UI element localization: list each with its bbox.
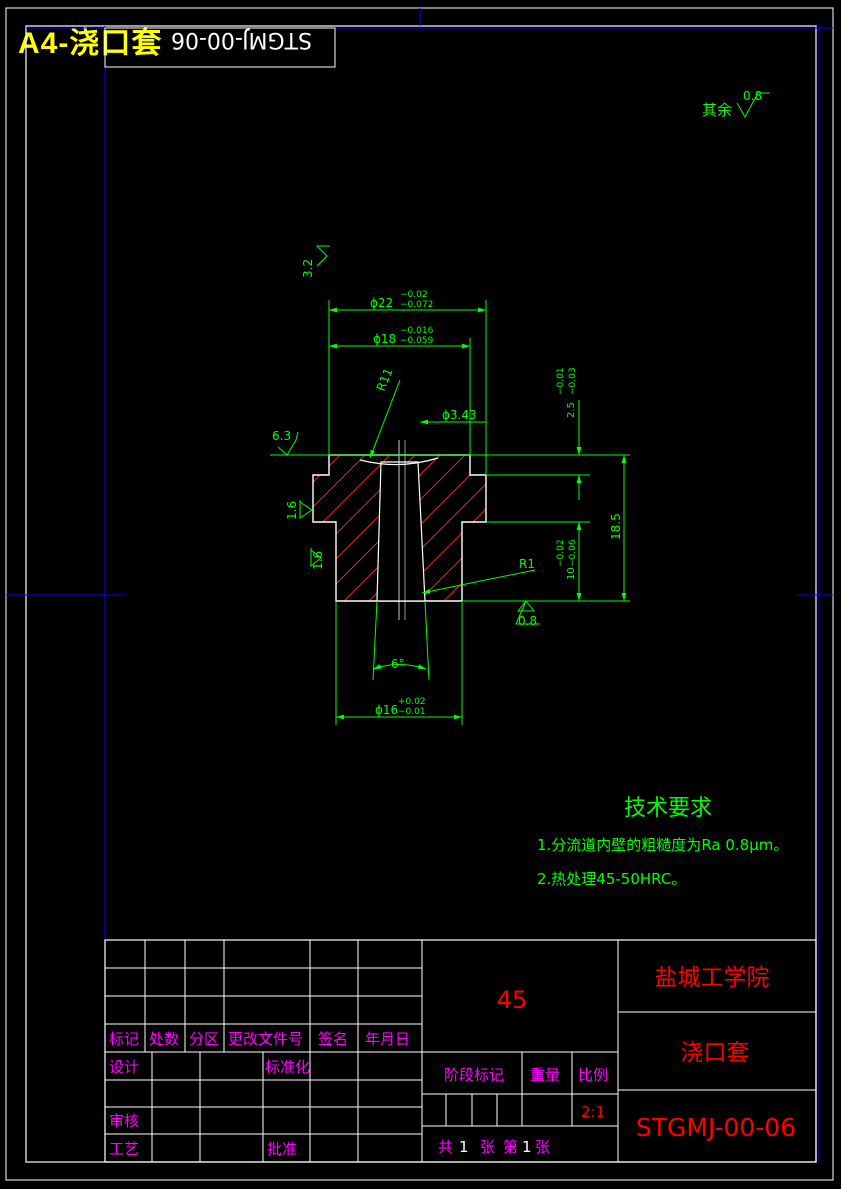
dim-d22: ϕ22 — [370, 296, 393, 310]
dim-d16: ϕ16 — [375, 703, 398, 717]
dimension-texts: 3.2 6.3 1.6 1.6 0.8 ϕ22 −0.02 −0.072 ϕ18… — [272, 259, 623, 717]
other-roughness-value: 0.8 — [743, 89, 762, 103]
roughness-bottom: 0.8 — [518, 614, 537, 628]
dim-h25-upper: −0.01 — [556, 367, 566, 395]
dim-d18: ϕ18 — [373, 332, 396, 346]
dim-d22-lower: −0.072 — [400, 300, 433, 310]
dim-h10-lower: −0.06 — [568, 539, 578, 567]
tb-process: 工艺 — [109, 1140, 139, 1158]
tb-sheets-word: 张 — [480, 1138, 495, 1156]
tb-material: 45 — [497, 986, 528, 1014]
tb-review: 审核 — [109, 1112, 139, 1130]
roughness-flange: 1.6 — [285, 501, 299, 520]
flipped-code-box: STGMJ-00-06 — [104, 27, 336, 68]
dim-d343: ϕ3.43 — [442, 408, 477, 422]
dim-total: 18.5 — [609, 513, 623, 540]
dim-d22-upper: −0.02 — [400, 290, 428, 300]
dim-d18-lower: −0.059 — [400, 336, 434, 346]
tb-stage: 阶段标记 — [444, 1066, 504, 1084]
dim-h25: 2.5 — [566, 402, 577, 418]
other-roughness: 其余 0.8 — [702, 89, 770, 119]
tb-school: 盐城工学院 — [655, 965, 770, 991]
tb-h-docno: 更改文件号 — [228, 1030, 303, 1048]
tech-title: 技术要求 — [624, 796, 712, 821]
dim-h10: 10 — [566, 567, 577, 580]
tb-sheet-n: 1 — [522, 1138, 532, 1156]
dim-d18-upper: −0.016 — [400, 326, 434, 336]
dim-r1: R1 — [519, 557, 535, 571]
dim-h10-upper: −0.02 — [556, 539, 566, 567]
dim-h25-lower: −0.03 — [568, 367, 578, 395]
roughness-symbols — [277, 245, 540, 625]
tb-part-name: 浇口套 — [681, 1040, 750, 1066]
roughness-body: 1.6 — [311, 551, 325, 570]
tb-h-count: 处数 — [149, 1030, 179, 1048]
roughness-left-top: 6.3 — [272, 429, 291, 443]
dim-angle: 6° — [391, 657, 405, 671]
tb-h-mark: 标记 — [109, 1030, 139, 1048]
tb-standard: 标准化 — [265, 1058, 310, 1076]
roughness-top: 3.2 — [301, 259, 315, 278]
sheet-title: A4-浇口套 — [18, 27, 163, 60]
tb-sheet-suffix: 张 — [535, 1138, 550, 1156]
dim-r11: R11 — [374, 366, 396, 393]
tb-total-prefix: 共 — [438, 1138, 453, 1156]
tb-approve: 批准 — [267, 1140, 297, 1158]
tech-requirements: 技术要求 1.分流道内壁的粗糙度为Ra 0.8μm。 2.热处理45-50HRC… — [537, 796, 788, 888]
tb-sheet-prefix: 第 — [503, 1138, 518, 1156]
flipped-code: STGMJ-00-06 — [171, 27, 312, 52]
tb-total-n: 1 — [459, 1138, 469, 1156]
tb-h-date: 年月日 — [365, 1030, 410, 1048]
dim-d16-lower: −0.01 — [398, 707, 426, 717]
tb-h-sign: 签名 — [318, 1030, 348, 1048]
tb-design: 设计 — [109, 1058, 139, 1076]
other-roughness-label: 其余 — [702, 101, 732, 119]
title-block: 标记 处数 分区 更改文件号 签名 年月日 设计 标准化 审核 工艺 批准 阶段… — [104, 939, 817, 1163]
tech-line-2: 2.热处理45-50HRC。 — [537, 870, 686, 888]
dim-d16-upper: +0.02 — [398, 697, 426, 707]
tb-h-zone: 分区 — [189, 1030, 219, 1048]
tb-scale-label: 比例 — [578, 1066, 608, 1084]
tb-scale: 2:1 — [581, 1103, 605, 1121]
dimension-lines — [270, 300, 630, 725]
tb-weight: 重量 — [530, 1066, 560, 1084]
tech-line-1: 1.分流道内壁的粗糙度为Ra 0.8μm。 — [537, 836, 788, 854]
tb-code: STGMJ-00-06 — [636, 1113, 796, 1142]
